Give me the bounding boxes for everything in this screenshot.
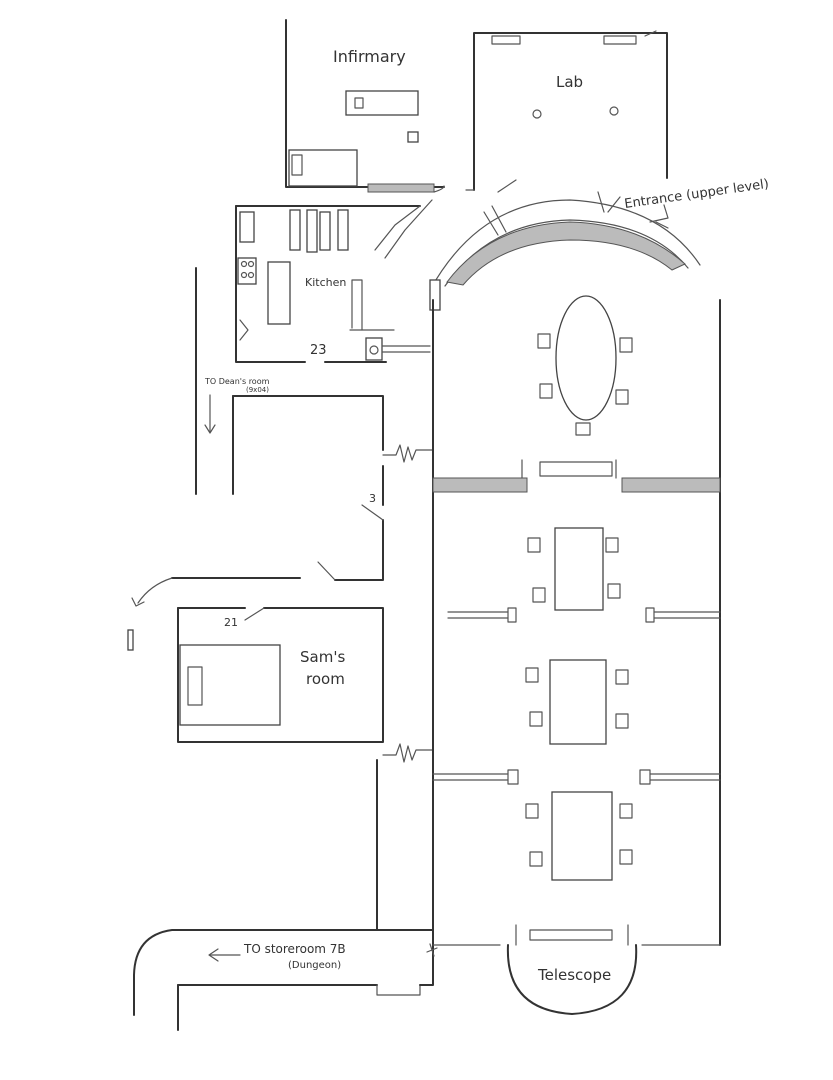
chair: [529, 851, 543, 867]
chair: [619, 803, 633, 819]
infirmary-label: Infirmary: [333, 47, 406, 66]
room-23-label: 23: [310, 343, 327, 358]
lab-equipment: [609, 106, 619, 116]
lower-corridor: [133, 759, 434, 1031]
hall-divider-hatch: [432, 477, 528, 493]
to-dean-label: TO Dean's room: [204, 377, 270, 386]
to-storeroom-sub-label: (Dungeon): [288, 960, 341, 971]
sams-room: [177, 607, 433, 763]
room-21-label: 21: [224, 616, 238, 629]
chair: [619, 849, 633, 865]
to-storeroom-label: TO storeroom 7B: [243, 942, 346, 956]
kitchen-shelf: [289, 209, 301, 251]
entrance-arrow: [607, 196, 621, 213]
curved-arrow: [137, 577, 173, 604]
left-corridor: [195, 267, 433, 506]
kitchen-counter: [239, 211, 255, 243]
chair: [532, 587, 546, 603]
sams-bed: [179, 644, 281, 726]
lab-room: [465, 30, 668, 193]
to-dean-sub-label: (9x04): [246, 386, 269, 394]
chair: [607, 583, 621, 599]
infirmary-room: [285, 19, 445, 193]
chair: [605, 537, 619, 553]
main-hall: [426, 295, 721, 1015]
hall-divider-hatch: [621, 477, 721, 493]
chair: [525, 667, 539, 683]
dining-table: [549, 659, 607, 745]
entrance-door: [429, 279, 441, 311]
chair: [537, 333, 551, 349]
chair: [575, 422, 591, 436]
lab-label: Lab: [556, 73, 583, 91]
kitchen-sink: [365, 337, 383, 361]
chair: [529, 711, 543, 727]
chair: [615, 389, 629, 405]
kitchen-stove: [237, 257, 257, 285]
dining-table: [551, 791, 613, 881]
kitchen-shelf: [306, 209, 318, 253]
lab-equipment: [532, 109, 542, 119]
chair: [615, 669, 629, 685]
chair: [615, 713, 629, 729]
ladder-icon: [127, 629, 134, 651]
kitchen-room: [235, 199, 433, 363]
chair: [539, 383, 553, 399]
window-zigzag: [382, 743, 433, 763]
kitchen-table: [267, 261, 291, 325]
infirmary-cabinet: [407, 131, 419, 143]
chair: [527, 537, 541, 553]
oval-table: [555, 295, 617, 421]
window-zigzag: [382, 444, 433, 463]
kitchen-shelf: [337, 209, 349, 251]
sams-room-label-1: Sam's: [300, 648, 345, 666]
telescope-label: Telescope: [537, 966, 611, 984]
chair: [525, 803, 539, 819]
infirmary-bed: [288, 149, 358, 187]
infirmary-bed: [345, 90, 419, 116]
kitchen-label: Kitchen: [305, 276, 346, 289]
infirmary-wall-hatch: [367, 183, 435, 193]
room-3-door: [127, 504, 384, 651]
entrance-label: Entrance (upper level): [623, 177, 769, 212]
dining-table: [554, 527, 604, 611]
entrance-arrow: [649, 204, 669, 223]
entrance-stair: [429, 191, 701, 311]
sams-room-label-2: room: [306, 670, 345, 688]
chair: [619, 337, 633, 353]
telescope-bay: [506, 944, 638, 1015]
room-3-label: 3: [369, 492, 376, 505]
kitchen-shelf: [319, 211, 331, 251]
